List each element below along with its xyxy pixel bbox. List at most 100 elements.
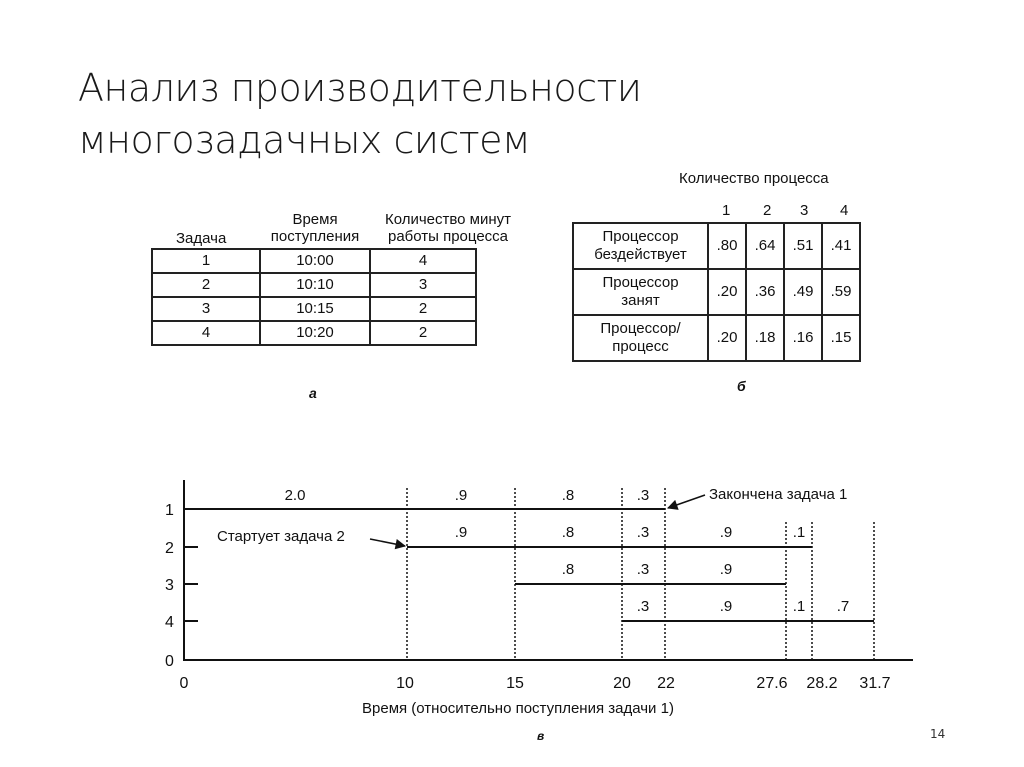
y-tick-0: 0 (165, 653, 174, 670)
x-tick: 27.6 (756, 675, 787, 692)
x-axis-label: Время (относительно поступления задачи 1… (362, 700, 674, 717)
title-line-2: многозадачных систем (78, 118, 531, 162)
svg-text:.1: .1 (793, 524, 806, 541)
table-a-header-arrival-line1: Время (292, 211, 338, 228)
svg-text:.9: .9 (720, 524, 733, 541)
svg-text:.9: .9 (720, 561, 733, 578)
table-row: Процессор/ процесс .20 .18 .16 .15 (572, 314, 861, 362)
row-label: Процессор занят (572, 268, 709, 316)
x-tick: 15 (506, 675, 524, 692)
task-arrival-table: 1 10:00 4 2 10:10 3 3 10:15 2 4 10:20 2 (151, 248, 477, 346)
cell-value: .80 (707, 222, 747, 270)
cell-value: .16 (783, 314, 823, 362)
cell-value: .15 (821, 314, 861, 362)
cell-value: .36 (745, 268, 785, 316)
axes (183, 480, 913, 661)
table-b-col-1: 1 (722, 202, 731, 219)
title-line-1: Анализ производительности (78, 66, 642, 110)
y-tick-1: 1 (165, 502, 174, 519)
cell-arrival: 10:10 (259, 272, 371, 298)
table-a-header-task: Задача (176, 230, 227, 247)
cell-arrival: 10:15 (259, 296, 371, 322)
caption-c: в (537, 729, 545, 743)
svg-text:.9: .9 (455, 487, 468, 504)
cell-task: 1 (151, 248, 261, 274)
cell-minutes: 2 (369, 296, 477, 322)
cell-value: .20 (707, 268, 747, 316)
svg-text:.3: .3 (637, 487, 650, 504)
svg-text:.1: .1 (793, 598, 806, 615)
table-a-header-minutes-line2: работы процесса (387, 228, 509, 245)
table-row: Процессор бездействует .80 .64 .51 .41 (572, 222, 861, 270)
cell-arrival: 10:20 (259, 320, 371, 346)
cell-minutes: 2 (369, 320, 477, 346)
cell-minutes: 4 (369, 248, 477, 274)
x-tick: 20 (613, 675, 631, 692)
svg-text:.8: .8 (562, 524, 575, 541)
x-tick: 28.2 (806, 675, 837, 692)
y-tick-4: 4 (165, 614, 174, 631)
row-label: Процессор бездействует (572, 222, 709, 270)
cell-value: .64 (745, 222, 785, 270)
x-tick-labels: 0 10 15 20 22 27.6 28.2 31.7 (180, 675, 891, 692)
task-bars (184, 508, 874, 622)
cell-task: 2 (151, 272, 261, 298)
y-tick-2: 2 (165, 540, 174, 557)
cell-arrival: 10:00 (259, 248, 371, 274)
gridlines (406, 488, 875, 660)
row-label-line1: Процессор (602, 274, 679, 291)
svg-text:.8: .8 (562, 561, 575, 578)
cell-value: .18 (745, 314, 785, 362)
row-label-line2: бездействует (594, 246, 687, 263)
svg-text:.3: .3 (637, 561, 650, 578)
table-a-header-minutes: Количество минут работы процесса (368, 211, 528, 245)
row-label-line1: Процессор (602, 228, 679, 245)
cell-value: .20 (707, 314, 747, 362)
cpu-utilization-table: Процессор бездействует .80 .64 .51 .41 П… (572, 222, 861, 362)
segment-labels: 2.0 .9 .8 .3 .9 .8 .3 .9 .1 .8 .3 .9 .3 … (285, 487, 850, 615)
cell-minutes: 3 (369, 272, 477, 298)
y-tick-3: 3 (165, 577, 174, 594)
table-row: 4 10:20 2 (151, 320, 477, 346)
table-a-header-arrival-line2: поступления (270, 228, 360, 245)
svg-text:.9: .9 (720, 598, 733, 615)
x-tick: 22 (657, 675, 675, 692)
svg-text:.3: .3 (637, 524, 650, 541)
row-label-line2: процесс (612, 338, 669, 355)
x-tick: 10 (396, 675, 414, 692)
cell-task: 4 (151, 320, 261, 346)
table-b-header: Количество процесса (679, 170, 829, 187)
table-b-col-4: 4 (840, 202, 849, 219)
table-a-header-arrival: Время поступления (262, 211, 368, 245)
cell-value: .51 (783, 222, 823, 270)
annotation-task-1-finished: Закончена задача 1 (709, 486, 848, 503)
row-label: Процессор/ процесс (572, 314, 709, 362)
x-tick: 31.7 (859, 675, 890, 692)
cell-value: .49 (783, 268, 823, 316)
table-a-header-minutes-line1: Количество минут (384, 211, 512, 228)
svg-text:.3: .3 (637, 598, 650, 615)
caption-b: б (737, 378, 746, 394)
slide-title: Анализ производительности многозадачных … (78, 62, 642, 166)
cell-value: .59 (821, 268, 861, 316)
svg-text:.9: .9 (455, 524, 468, 541)
svg-text:.7: .7 (837, 598, 850, 615)
x-tick: 0 (180, 675, 189, 692)
cell-value: .41 (821, 222, 861, 270)
page-number: 14 (930, 727, 946, 741)
table-b-col-2: 2 (763, 202, 772, 219)
row-label-line2: занят (621, 292, 660, 309)
table-row: Процессор занят .20 .36 .49 .59 (572, 268, 861, 316)
caption-a: а (309, 385, 317, 401)
table-b-col-3: 3 (800, 202, 809, 219)
row-label-line1: Процессор/ (600, 320, 681, 337)
table-row: 3 10:15 2 (151, 296, 477, 322)
svg-text:.8: .8 (562, 487, 575, 504)
table-row: 2 10:10 3 (151, 272, 477, 298)
y-tick-labels: 1 2 3 4 0 (165, 502, 174, 670)
svg-text:2.0: 2.0 (285, 487, 306, 504)
annotations (369, 494, 706, 550)
table-row: 1 10:00 4 (151, 248, 477, 274)
cell-task: 3 (151, 296, 261, 322)
